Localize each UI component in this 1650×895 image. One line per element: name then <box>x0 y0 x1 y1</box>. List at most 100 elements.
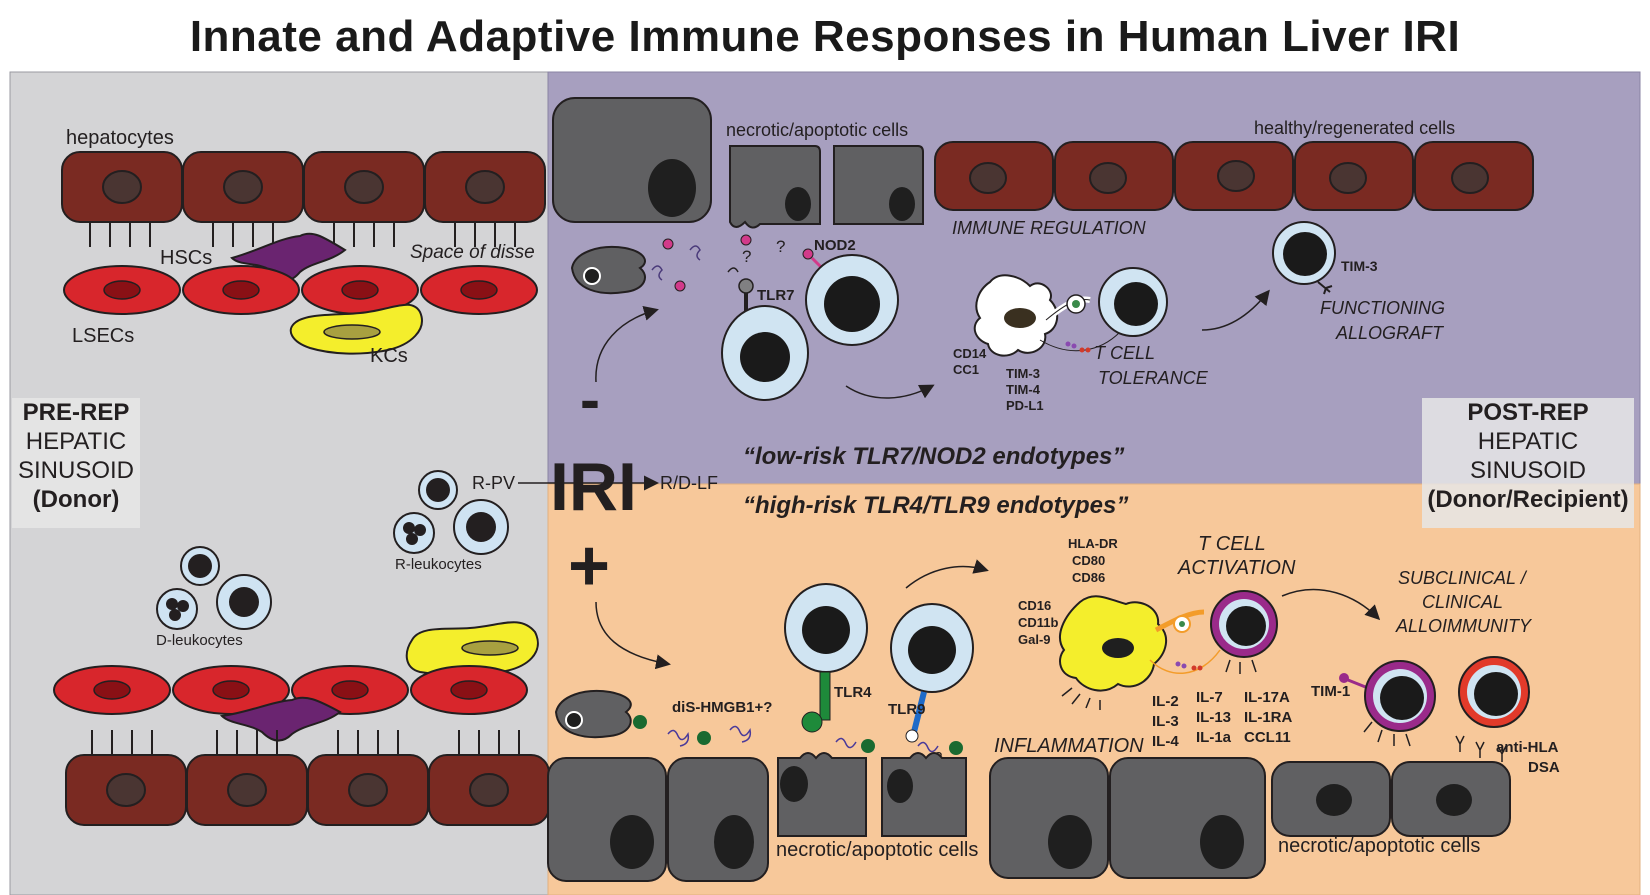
pre-rep-line3: SINUSOID <box>17 457 134 484</box>
cd80-label: CD80 <box>1072 553 1105 568</box>
low-question-1: ? <box>742 247 751 266</box>
subclinical-label-1: SUBCLINICAL / <box>1398 568 1528 588</box>
d-leukocytes <box>156 546 272 630</box>
dsa-label: DSA <box>1528 759 1560 776</box>
b-cell-dsa <box>1455 656 1530 762</box>
subclinical-label-3: ALLOIMMUNITY <box>1395 616 1533 636</box>
post-rep-line4: (Donor/Recipient) <box>1427 486 1629 513</box>
tlr9-cell <box>890 603 974 743</box>
functioning-label-2: ALLOGRAFT <box>1335 323 1445 343</box>
hepatocytes-label: hepatocytes <box>66 127 174 149</box>
r-d-lf-label: R/D-LF <box>660 473 718 493</box>
donor-hepatocyte-row-top <box>61 151 546 247</box>
tolerance-label-1: T CELL <box>1094 343 1155 363</box>
high-risk-endotype: “high-risk TLR4/TLR9 endotypes” <box>743 492 1128 519</box>
immune-regulation-label: IMMUNE REGULATION <box>952 218 1147 238</box>
tolerance-label-2: TOLERANCE <box>1098 368 1209 388</box>
high-necrotic-cells <box>547 752 1511 882</box>
cd16-label: CD16 <box>1018 598 1051 613</box>
iri-minus: - <box>580 366 600 433</box>
tim3-tcell-label: TIM-3 <box>1341 258 1378 274</box>
kcs-label: KCs <box>370 345 408 367</box>
low-necrotic-large <box>552 97 712 223</box>
post-rep-label: POST-REP HEPATIC SINUSOID (Donor/Recipie… <box>1422 398 1634 528</box>
activated-tcell <box>1149 590 1278 674</box>
lsec-row-top <box>63 265 538 315</box>
pre-rep-label: PRE-REP HEPATIC SINUSOID (Donor) <box>12 398 140 528</box>
dis-hmgb1-label: diS-HMGB1+? <box>672 699 772 716</box>
tolerance-tcell <box>1039 267 1168 353</box>
tim1-label: TIM-1 <box>1311 683 1350 700</box>
low-healthy-hepatocytes <box>934 141 1534 211</box>
post-rep-line2: HEPATIC <box>1477 428 1579 455</box>
hla-dr-label: HLA-DR <box>1068 536 1118 551</box>
nod2-cell <box>802 248 899 346</box>
tlr7-cell <box>721 278 809 401</box>
regulatory-dc <box>973 274 1059 357</box>
activation-label-2: ACTIVATION <box>1177 557 1296 579</box>
activation-label-1: T CELL <box>1198 533 1266 555</box>
tim1-tcell <box>1339 660 1436 747</box>
cc1-label: CC1 <box>953 362 979 377</box>
il17a-label: IL-17A <box>1244 689 1290 706</box>
arrow-high-1 <box>595 601 671 670</box>
gal9-label: Gal-9 <box>1018 632 1051 647</box>
donor-hepatocyte-row-bottom <box>65 730 550 826</box>
iri-plus: + <box>568 526 610 606</box>
tim3-tcell <box>1272 221 1336 295</box>
tlr4-label: TLR4 <box>834 684 872 701</box>
subclinical-label-2: CLINICAL <box>1422 592 1503 612</box>
d-leukocytes-label: D-leukocytes <box>156 632 243 649</box>
low-healthy-label: healthy/regenerated cells <box>1254 118 1455 138</box>
pre-rep-line4: (Donor) <box>32 486 120 513</box>
il7-label: IL-7 <box>1196 689 1223 706</box>
tlr9-label: TLR9 <box>888 701 926 718</box>
tlr7-label: TLR7 <box>757 287 795 304</box>
r-leukocytes <box>393 470 509 555</box>
r-leukocytes-label: R-leukocytes <box>395 556 482 573</box>
low-risk-endotype: “low-risk TLR7/NOD2 endotypes” <box>743 443 1124 470</box>
low-necrotic-small <box>729 145 924 229</box>
inflammation-label: INFLAMMATION <box>994 735 1144 757</box>
il1ra-label: IL-1RA <box>1244 709 1293 726</box>
low-question-2: ? <box>776 237 785 256</box>
nod2-label: NOD2 <box>814 237 856 254</box>
arrow-high-2 <box>905 559 989 589</box>
tim3-label: TIM-3 <box>1006 366 1040 381</box>
lsecs-label: LSECs <box>72 325 134 347</box>
il2-label: IL-2 <box>1152 693 1179 710</box>
arrow-low-1 <box>595 305 659 383</box>
high-apoptotic-body <box>554 690 963 755</box>
il1a-label: IL-1a <box>1196 729 1232 746</box>
post-rep-line3: SINUSOID <box>1469 457 1586 484</box>
arrow-low-2 <box>845 384 935 399</box>
pre-rep-line2: HEPATIC <box>25 428 127 455</box>
tim4-label: TIM-4 <box>1006 382 1041 397</box>
functioning-label-1: FUNCTIONING <box>1320 298 1445 318</box>
pre-rep-line1: PRE-REP <box>22 399 130 426</box>
il3-label: IL-3 <box>1152 713 1179 730</box>
activated-dc <box>1059 595 1168 710</box>
anti-hla-label: anti-HLA <box>1496 739 1559 756</box>
ccl11-label: CCL11 <box>1244 729 1291 746</box>
iri-label: IRI <box>550 449 637 525</box>
space-of-disse-label: Space of disse <box>410 242 535 263</box>
il4-label: IL-4 <box>1152 733 1179 750</box>
cd11b-label: CD11b <box>1018 615 1059 630</box>
lsec-row-bottom <box>53 665 528 715</box>
hsc-bottom <box>219 696 342 742</box>
diagram-title: Innate and Adaptive Immune Responses in … <box>189 12 1461 61</box>
r-pv-label: R-PV <box>472 473 515 493</box>
cd86-label: CD86 <box>1072 570 1105 585</box>
low-apoptotic-body <box>570 234 752 295</box>
cd14-label: CD14 <box>953 346 987 361</box>
il13-label: IL-13 <box>1196 709 1231 726</box>
pdl1-label: PD-L1 <box>1006 398 1044 413</box>
post-rep-line1: POST-REP <box>1467 399 1589 426</box>
high-necrotic-label-1: necrotic/apoptotic cells <box>776 839 978 861</box>
arrow-high-3 <box>1281 588 1381 621</box>
high-necrotic-label-2: necrotic/apoptotic cells <box>1278 835 1480 857</box>
hscs-label: HSCs <box>160 247 212 269</box>
low-necrotic-label: necrotic/apoptotic cells <box>726 120 908 140</box>
